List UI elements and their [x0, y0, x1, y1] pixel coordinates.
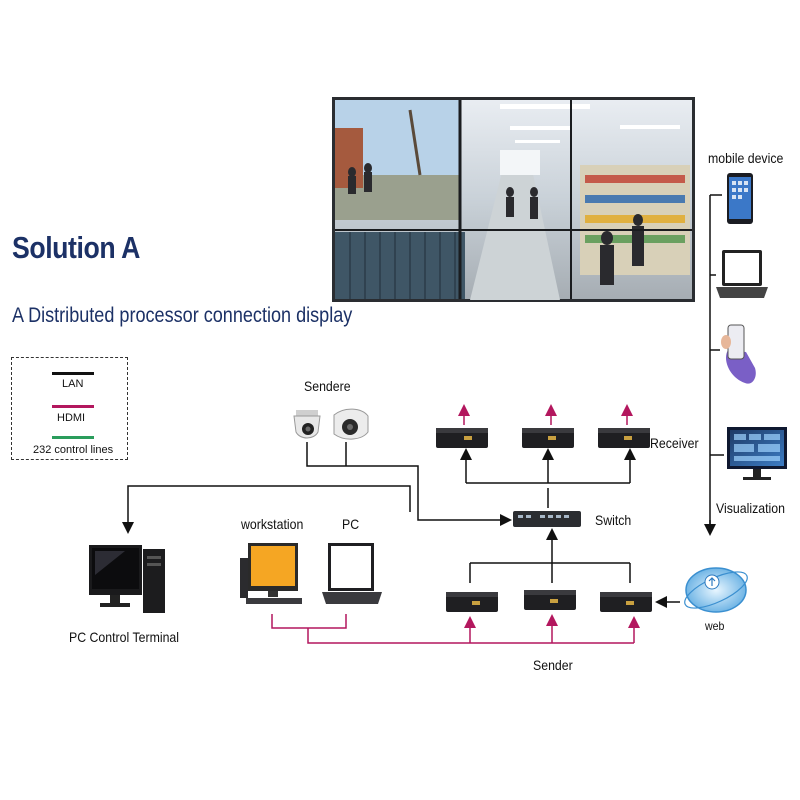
- senders-to-switch-lines: [469, 528, 631, 583]
- mobile-device-label: mobile device: [708, 150, 784, 166]
- sender-device-2: [524, 590, 576, 610]
- pc-laptop-icon: [322, 543, 382, 604]
- receiver-device-2: [522, 428, 574, 448]
- receiver-device-1: [436, 428, 488, 448]
- sendere-label: Sendere: [304, 378, 351, 394]
- receiver-hdmi-arrows: [458, 404, 633, 425]
- hdmi-sender-lines: [271, 614, 640, 644]
- legend-lan-line: [52, 372, 94, 375]
- bullet-camera-icon: [333, 408, 369, 440]
- receiver-device-3: [598, 428, 650, 448]
- page-subtitle: A Distributed processor connection displ…: [12, 304, 353, 327]
- sender-device-1: [446, 592, 498, 612]
- pc-label: PC: [342, 516, 360, 532]
- dome-camera-icon: [293, 410, 321, 439]
- switch-to-terminal-line: [122, 485, 411, 534]
- legend-control-label: 232 control lines: [33, 444, 114, 456]
- mobile-bracket: [704, 194, 724, 536]
- workstation-label: workstation: [241, 516, 304, 532]
- video-wall: [332, 97, 695, 302]
- legend-control-line: [52, 436, 94, 439]
- legend-hdmi-line: [52, 405, 94, 408]
- workstation-icon: [240, 543, 302, 604]
- receiver-label: Receiver: [650, 435, 699, 451]
- laptop-icon: [716, 250, 768, 298]
- legend: LAN HDMI 232 control lines: [11, 357, 128, 460]
- tablet-icon: [727, 173, 753, 224]
- pc-control-terminal-label: PC Control Terminal: [69, 629, 180, 645]
- phone-in-hand-icon: [721, 324, 756, 384]
- web-cloud-icon: [684, 567, 748, 613]
- page-title: Solution A: [12, 230, 140, 265]
- sender-label: Sender: [533, 657, 573, 673]
- camera-to-switch-lines: [306, 442, 512, 526]
- legend-lan-label: LAN: [62, 378, 84, 390]
- visualization-label: Visualization: [716, 500, 785, 516]
- pc-control-terminal-icon: [89, 545, 165, 613]
- network-switch-device: [513, 511, 581, 527]
- monitor-visualization-icon: [727, 427, 787, 480]
- switch-to-receivers-lines: [460, 448, 636, 508]
- web-label: web: [705, 619, 725, 633]
- sender-device-3: [600, 592, 652, 612]
- switch-label: Switch: [595, 512, 632, 528]
- legend-hdmi-label: HDMI: [57, 412, 86, 424]
